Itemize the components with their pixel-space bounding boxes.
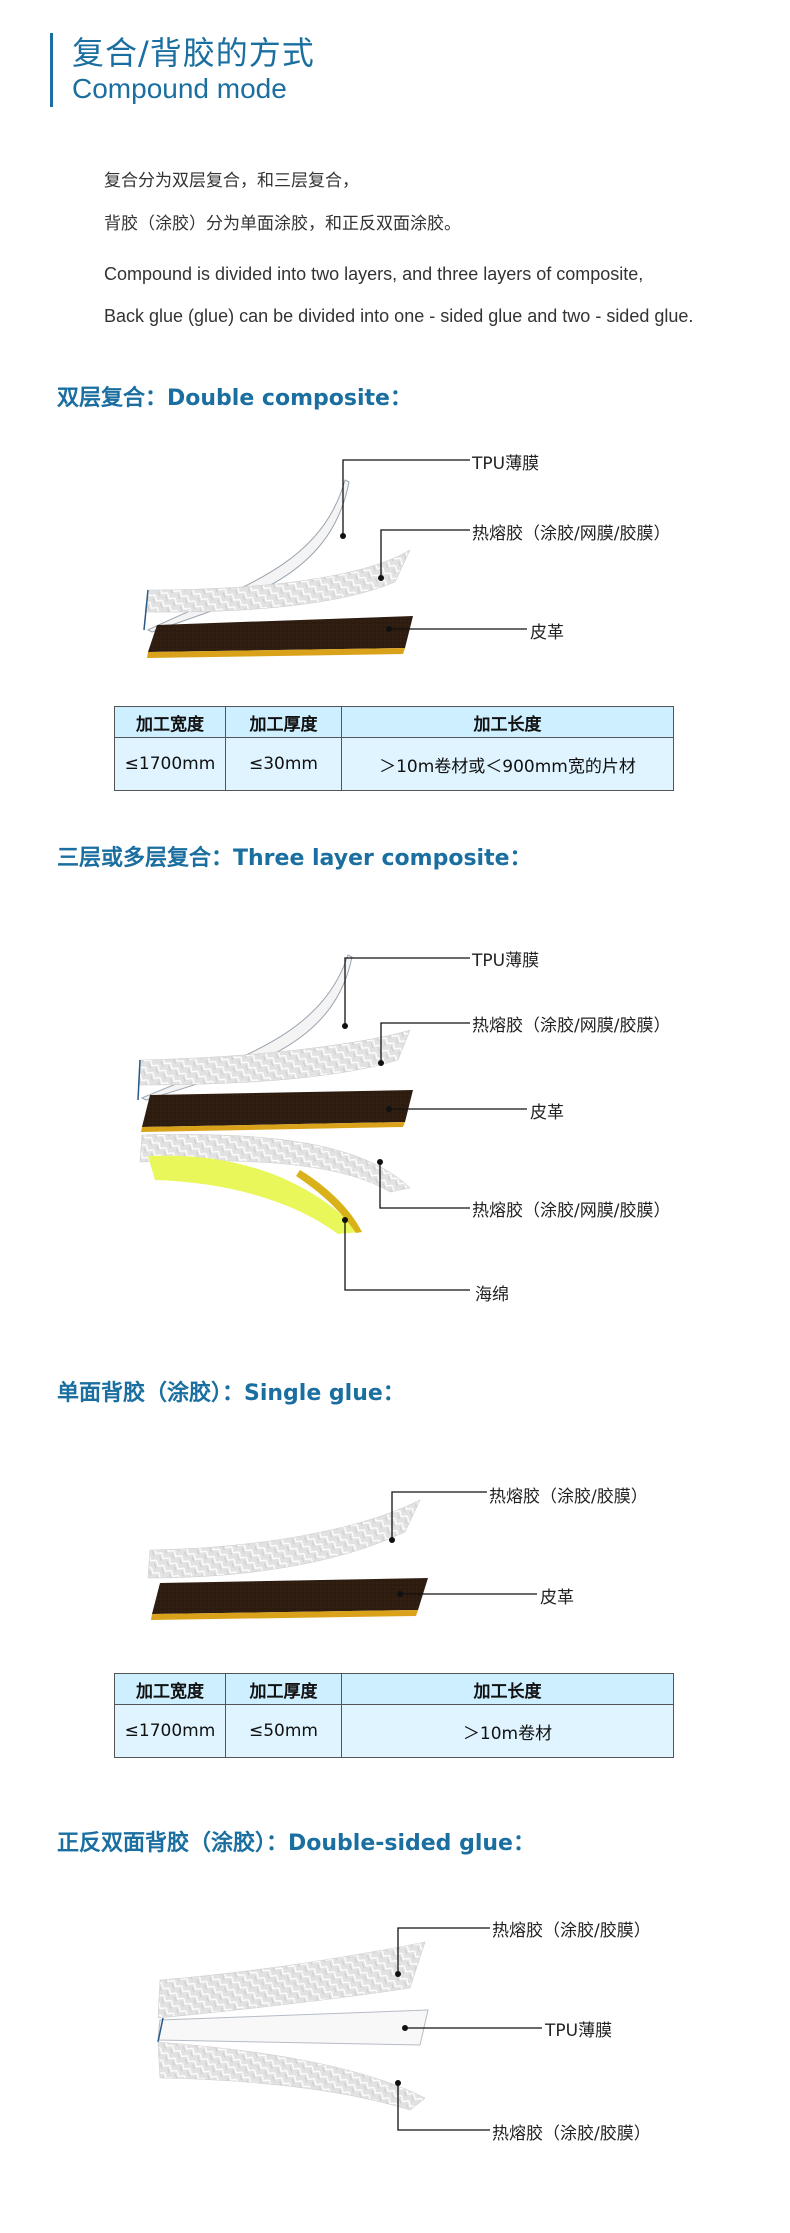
section-title-double: 双层复合：Double composite： [57,386,412,411]
label-tpu: TPU薄膜 [472,454,540,474]
header-accent-bar [50,33,53,107]
spec-table-single: 加工宽度 加工厚度 加工长度 ≤1700mm ≤50mm ＞10m卷材 [114,1673,674,1758]
spec-table-double: 加工宽度 加工厚度 加工长度 ≤1700mm ≤30mm ＞10m卷材或＜900… [114,706,674,791]
section-title-three: 三层或多层复合：Three layer composite： [57,846,532,871]
label-sponge: 海绵 [475,1285,509,1305]
intro-line-4: Back glue (glue) can be divided into one… [104,306,694,326]
intro-line-3: Compound is divided into two layers, and… [104,264,644,284]
table-header-cell: 加工宽度 [114,1673,226,1705]
table-cell: ≤30mm [225,737,342,791]
intro-line-1: 复合分为双层复合，和三层复合， [104,171,359,191]
glue-layer [144,549,411,613]
label-glue-top: 热熔胶（涂胶/胶膜） [492,1921,651,1941]
table-header-cell: 加工厚度 [225,706,342,738]
table-header-row: 加工宽度 加工厚度 加工长度 [114,1673,674,1705]
leather-layer [148,616,413,652]
label-glue: 热熔胶（涂胶/网膜/胶膜） [472,524,671,544]
label-leather: 皮革 [530,623,564,643]
intro-line-2: 背胶（涂胶）分为单面涂胶，和正反双面涂胶。 [104,214,461,234]
label-tpu: TPU薄膜 [472,951,540,971]
table-header-cell: 加工长度 [341,1673,674,1705]
label-leather: 皮革 [540,1588,574,1608]
single-glue-diagram [147,1491,537,1620]
table-cell: ≤1700mm [114,737,226,791]
page-title: 复合/背胶的方式 [72,34,315,72]
double-composite-diagram [143,459,527,658]
label-glue: 热熔胶（涂胶/胶膜） [489,1487,648,1507]
table-cell: ≤1700mm [114,1704,226,1758]
label-glue-top: 热熔胶（涂胶/网膜/胶膜） [472,1016,671,1036]
label-glue-bottom: 热熔胶（涂胶/胶膜） [492,2124,651,2144]
table-header-cell: 加工长度 [341,706,674,738]
section-title-single: 单面背胶（涂胶）：Single glue： [57,1381,405,1406]
label-leather: 皮革 [530,1103,564,1123]
table-cell: ≤50mm [225,1704,342,1758]
three-layer-diagram [137,954,527,1291]
table-header-row: 加工宽度 加工厚度 加工长度 [114,706,674,738]
table-row: ≤1700mm ≤30mm ＞10m卷材或＜900mm宽的片材 [114,737,674,791]
page-subtitle: Compound mode [72,73,287,104]
table-cell: ＞10m卷材 [341,1704,674,1758]
label-tpu: TPU薄膜 [545,2021,613,2041]
table-row: ≤1700mm ≤50mm ＞10m卷材 [114,1704,674,1758]
double-sided-glue-diagram [157,1927,542,2131]
label-glue-bottom: 热熔胶（涂胶/网膜/胶膜） [472,1201,671,1221]
table-header-cell: 加工宽度 [114,706,226,738]
table-header-cell: 加工厚度 [225,1673,342,1705]
table-cell: ＞10m卷材或＜900mm宽的片材 [341,737,674,791]
section-title-doublesided: 正反双面背胶（涂胶）：Double-sided glue： [57,1831,535,1856]
